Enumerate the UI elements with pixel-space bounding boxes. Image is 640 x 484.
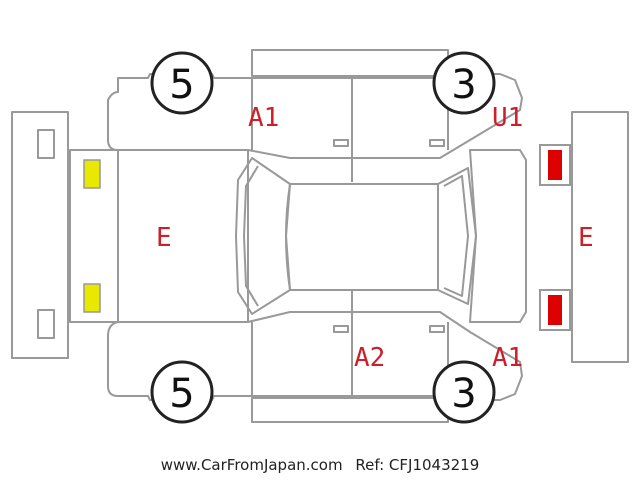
damage-code-rear-left-panel: E	[156, 223, 172, 253]
tire-front-left-circle	[150, 51, 214, 115]
front-bumper	[571, 111, 629, 363]
footer-ref: Ref: CFJ1043219	[355, 456, 480, 474]
rear-bumper-slot-bottom	[37, 309, 55, 339]
rear-light-bottom	[83, 283, 101, 313]
damage-code-front-left-door: A1	[248, 103, 279, 133]
damage-code-front-panel: E	[578, 223, 594, 253]
damage-code-front-right-fender: U1	[492, 103, 523, 133]
lower-handle-2	[429, 325, 445, 333]
headlight-top-fill	[548, 150, 562, 180]
footer: www.CarFromJapan.com Ref: CFJ1043219	[0, 456, 640, 474]
footer-website: www.CarFromJapan.com	[160, 456, 343, 474]
tire-rear-right-circle	[432, 360, 496, 424]
rear-light-top	[83, 159, 101, 189]
rear-body-panel	[118, 149, 249, 323]
upper-handle-1	[333, 139, 349, 147]
upper-handle-2	[429, 139, 445, 147]
tire-rating-front-left: 5	[169, 62, 194, 108]
rear-bumper	[11, 111, 69, 359]
tire-rating-rear-left: 5	[169, 371, 194, 417]
tire-front-right-circle	[432, 51, 496, 115]
upper-roof-rail	[251, 49, 449, 77]
damage-code-rear-right-quarter: A1	[492, 343, 523, 373]
windshield	[437, 167, 477, 305]
windshield-inner	[443, 175, 469, 297]
lower-side-profile	[107, 311, 523, 401]
rear-bumper-slot-top	[37, 129, 55, 159]
headlight-bottom-fill	[548, 295, 562, 325]
tire-rating-rear-right: 3	[451, 371, 476, 417]
damage-code-rear-right-door: A2	[354, 343, 385, 373]
roof	[285, 183, 439, 291]
lower-roof-rail	[251, 397, 449, 423]
tire-rear-left-circle	[150, 360, 214, 424]
tire-rating-front-right: 3	[451, 62, 476, 108]
lower-handle-1	[333, 325, 349, 333]
hood	[469, 149, 527, 323]
rear-window-inner	[243, 165, 259, 307]
